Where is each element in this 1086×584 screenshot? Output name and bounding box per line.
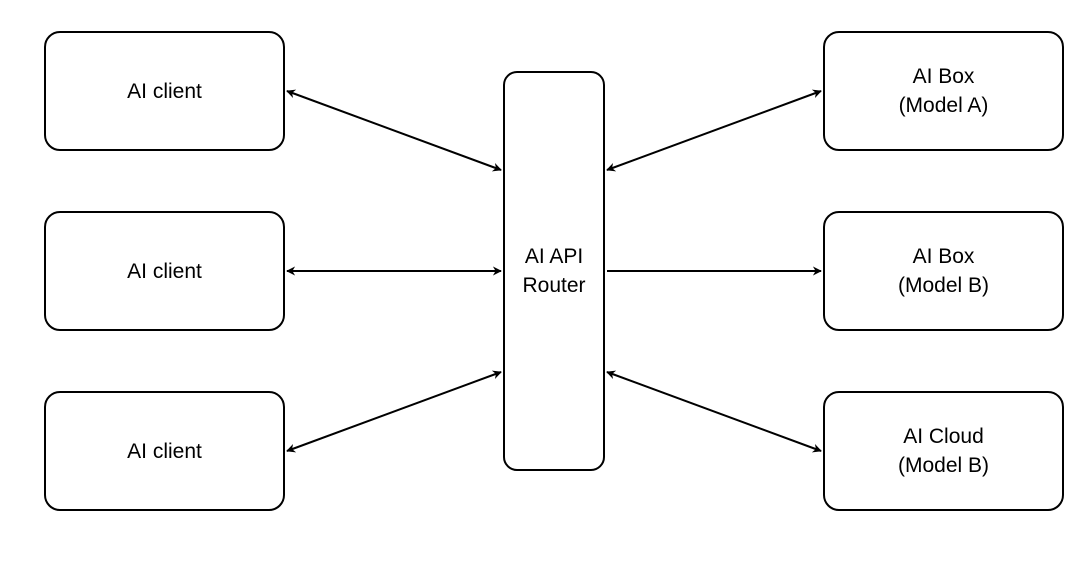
node-label-line-2: (Model B): [897, 454, 990, 477]
node-label-line-1: AI Box: [912, 65, 975, 88]
ai-box-model-b-node[interactable]: AI Box (Model B): [823, 211, 1064, 331]
router-label-line-2: Router: [522, 274, 586, 297]
router-label-line-1: AI API: [524, 245, 584, 268]
node-label-line-2: (Model A): [898, 94, 989, 117]
node-label-line-1: AI Box: [912, 245, 975, 268]
node-label-line-2: (Model B): [897, 274, 990, 297]
connector-router-box-a: [606, 89, 822, 172]
ai-client-node[interactable]: AI client: [44, 211, 285, 331]
connector-router-cloud-b: [606, 370, 822, 453]
connector-client-1-router: [286, 89, 502, 172]
node-label: AI client: [127, 79, 202, 103]
node-label: AI client: [127, 259, 202, 283]
ai-client-node[interactable]: AI client: [44, 31, 285, 151]
ai-cloud-model-b-node[interactable]: AI Cloud (Model B): [823, 391, 1064, 511]
ai-api-router-node[interactable]: AI API Router: [503, 71, 605, 471]
node-label-line-1: AI Cloud: [903, 425, 984, 448]
node-label: AI client: [127, 439, 202, 463]
connector-client-3-router: [286, 370, 502, 453]
ai-client-node[interactable]: AI client: [44, 391, 285, 511]
ai-box-model-a-node[interactable]: AI Box (Model A): [823, 31, 1064, 151]
